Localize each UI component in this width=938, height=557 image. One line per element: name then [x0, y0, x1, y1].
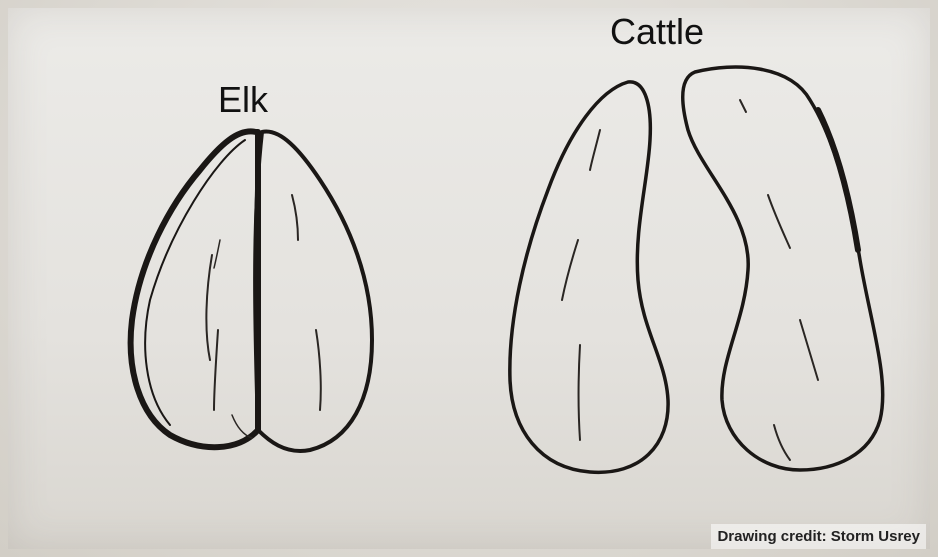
cattle-right-half	[683, 67, 883, 470]
cattle-hoof-print	[510, 67, 883, 472]
elk-left-half	[131, 131, 258, 447]
elk-right-half	[255, 132, 372, 451]
elk-label: Elk	[218, 82, 268, 118]
drawing-credit: Drawing credit: Storm Usrey	[711, 524, 926, 549]
elk-hoof-print	[131, 131, 372, 451]
cattle-label: Cattle	[610, 14, 704, 50]
cattle-left-half	[510, 82, 668, 472]
